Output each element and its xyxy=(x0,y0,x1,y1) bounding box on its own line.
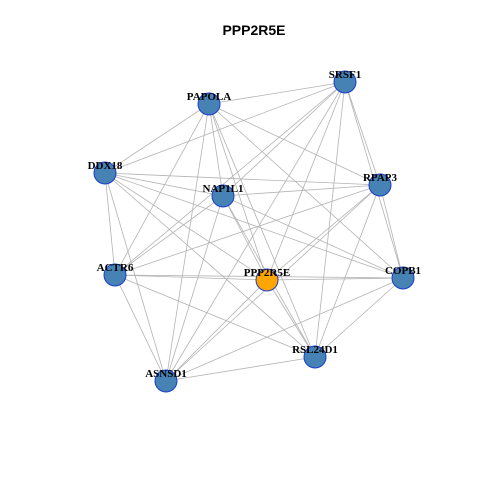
node-copb1 xyxy=(391,266,415,290)
node-label-nap1l1: NAP1L1 xyxy=(203,183,244,195)
edge-srsf1-ppp2r5e xyxy=(266,81,346,281)
edge-actr6-asnsd1 xyxy=(114,274,167,382)
edge-nap1l1-ppp2r5e xyxy=(222,195,268,281)
edge-srsf1-rpap3 xyxy=(344,81,381,186)
node-label-srsf1: SRSF1 xyxy=(329,69,361,81)
node-label-asnsd1: ASNSD1 xyxy=(145,368,187,380)
edge-ppp2r5e-asnsd1 xyxy=(165,279,268,382)
node-papola xyxy=(197,92,221,116)
edge-ppp2r5e-copb1 xyxy=(266,277,404,281)
edge-nap1l1-rpap3 xyxy=(222,184,381,197)
edge-rpap3-rsl24d1 xyxy=(314,184,381,358)
node-label-rpap3: RPAP3 xyxy=(363,172,398,184)
node-srsf1 xyxy=(333,70,357,94)
graph-title: PPP2R5E xyxy=(222,22,285,38)
edge-copb1-asnsd1 xyxy=(165,277,404,382)
node-ppp2r5e xyxy=(255,268,279,292)
node-label-ddx18: DDX18 xyxy=(88,160,123,172)
edge-nap1l1-asnsd1 xyxy=(165,195,224,382)
node-label-ppp2r5e: PPP2R5E xyxy=(244,267,290,279)
edge-ddx18-actr6 xyxy=(104,172,116,276)
edge-papola-copb1 xyxy=(208,103,404,279)
edge-layer xyxy=(104,81,404,382)
node-label-papola: PAPOLA xyxy=(187,91,231,103)
node-nap1l1 xyxy=(211,184,235,208)
node-actr6 xyxy=(103,263,127,287)
edge-ppp2r5e-rsl24d1 xyxy=(266,279,316,358)
edge-nap1l1-actr6 xyxy=(114,195,224,276)
edge-ddx18-nap1l1 xyxy=(104,172,224,197)
edge-nap1l1-copb1 xyxy=(222,195,404,279)
edge-actr6-ppp2r5e xyxy=(114,274,268,281)
edge-rpap3-copb1 xyxy=(379,184,404,279)
node-rpap3 xyxy=(368,173,392,197)
edge-ddx18-rpap3 xyxy=(104,172,381,186)
edge-papola-ppp2r5e xyxy=(208,103,268,281)
node-layer xyxy=(93,70,415,393)
edge-srsf1-nap1l1 xyxy=(222,81,346,197)
node-asnsd1 xyxy=(154,369,178,393)
edge-papola-actr6 xyxy=(114,103,210,276)
edge-papola-srsf1 xyxy=(208,81,346,105)
node-label-actr6: ACTR6 xyxy=(97,262,134,274)
edge-srsf1-rsl24d1 xyxy=(314,81,346,358)
node-rsl24d1 xyxy=(303,345,327,369)
edge-papola-ddx18 xyxy=(104,103,210,174)
edge-rsl24d1-asnsd1 xyxy=(165,356,316,382)
edge-ddx18-copb1 xyxy=(104,172,404,279)
node-label-copb1: COPB1 xyxy=(385,265,421,277)
edge-srsf1-asnsd1 xyxy=(165,81,346,382)
edge-actr6-rsl24d1 xyxy=(114,274,316,358)
edge-srsf1-ddx18 xyxy=(104,81,346,174)
edge-papola-rsl24d1 xyxy=(208,103,316,358)
node-label-rsl24d1: RSL24D1 xyxy=(292,344,338,356)
edge-rpap3-ppp2r5e xyxy=(266,184,381,281)
edge-copb1-rsl24d1 xyxy=(314,277,404,358)
edge-ddx18-rsl24d1 xyxy=(104,172,316,358)
edge-papola-rpap3 xyxy=(208,103,381,186)
edge-ddx18-asnsd1 xyxy=(104,172,167,382)
edge-papola-asnsd1 xyxy=(165,103,210,382)
edge-ddx18-ppp2r5e xyxy=(104,172,268,281)
node-ddx18 xyxy=(93,161,117,185)
edge-rpap3-actr6 xyxy=(114,184,381,276)
edge-papola-nap1l1 xyxy=(208,103,224,197)
